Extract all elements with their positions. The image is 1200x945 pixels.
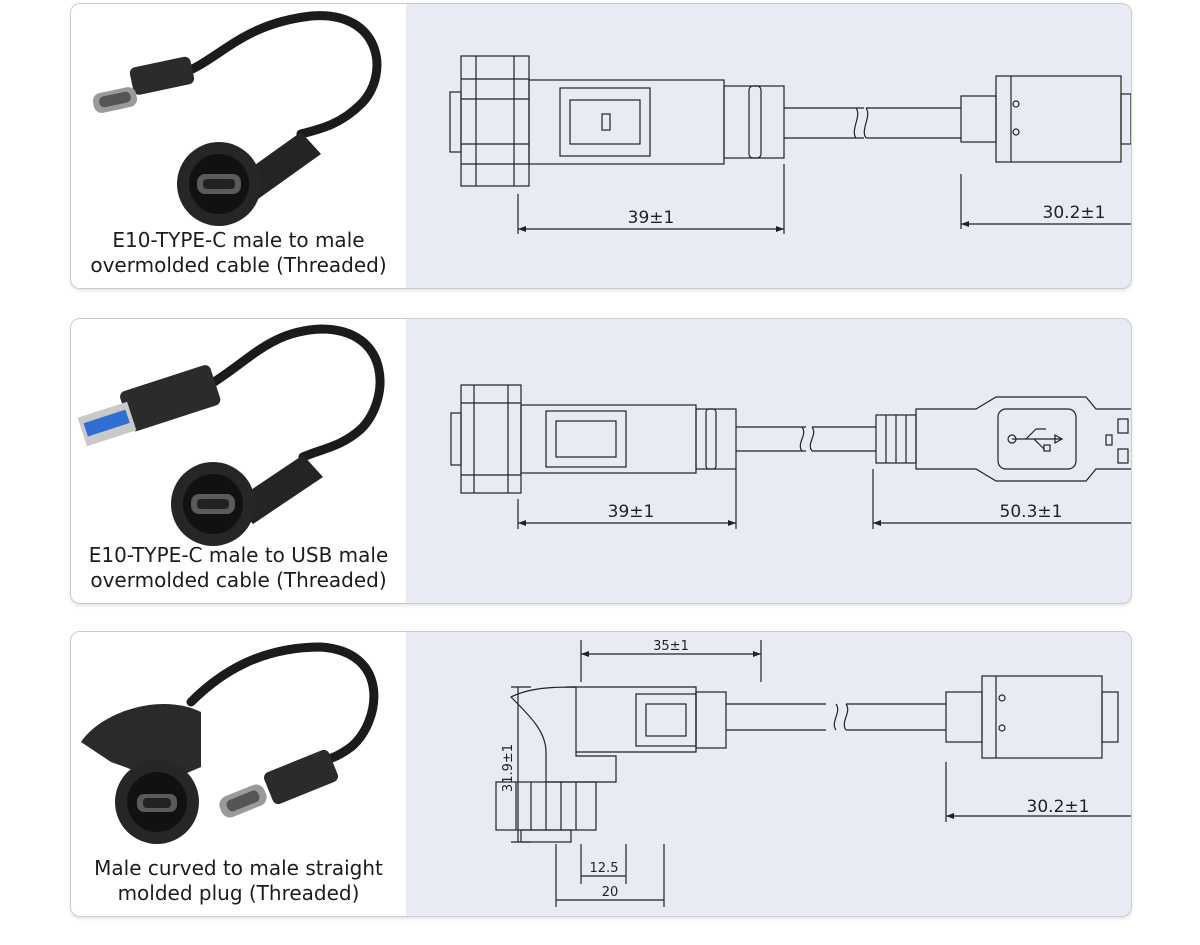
product-photo-area: E10-TYPE-C male to USB male overmolded c… — [71, 319, 406, 603]
dimension-right-length: 30.2±1 — [1027, 797, 1090, 817]
caption-line-1: E10-TYPE-C male to USB male — [88, 543, 389, 567]
panel-caption: E10-TYPE-C male to USB male overmolded c… — [71, 543, 406, 593]
caption-line-1: Male curved to male straight — [94, 856, 383, 880]
caption-line-2: molded plug (Threaded) — [117, 881, 360, 905]
dimension-left-length: 39±1 — [628, 208, 675, 228]
dimension-right-length: 50.3±1 — [1000, 502, 1063, 522]
caption-line-2: overmolded cable (Threaded) — [90, 253, 387, 277]
product-photo-area: Male curved to male straight molded plug… — [71, 632, 406, 916]
product-photo-area: E10-TYPE-C male to male overmolded cable… — [71, 4, 406, 288]
caption-line-2: overmolded cable (Threaded) — [90, 568, 387, 592]
cable-photo-typec-usb — [77, 324, 385, 546]
product-panel-typec-to-usb: E10-TYPE-C male to USB male overmolded c… — [70, 318, 1132, 604]
dimension-inner-width: 12.5 — [590, 861, 619, 876]
technical-drawing-curved-straight: 35±1 31.9±1 30.2±1 12.5 20 — [495, 639, 1131, 907]
cable-photo-typec-typec — [92, 11, 382, 226]
technical-drawing-typec-typec: 39±1 30.2±1 — [449, 55, 1131, 234]
panel-caption: Male curved to male straight molded plug… — [71, 856, 406, 906]
technical-drawing-typec-usb: 39±1 50.3±1 — [450, 384, 1131, 529]
dimension-height: 31.9±1 — [501, 744, 516, 792]
panel-caption: E10-TYPE-C male to male overmolded cable… — [71, 228, 406, 278]
cable-photo-curved-straight — [81, 642, 379, 844]
dimension-top-length: 35±1 — [653, 639, 689, 654]
product-panel-curved-to-straight: Male curved to male straight molded plug… — [70, 631, 1132, 917]
dimension-left-length: 39±1 — [608, 502, 655, 522]
dimension-outer-width: 20 — [602, 885, 619, 900]
product-panel-typec-to-typec: E10-TYPE-C male to male overmolded cable… — [70, 3, 1132, 289]
caption-line-1: E10-TYPE-C male to male — [112, 228, 365, 252]
dimension-right-length: 30.2±1 — [1043, 203, 1106, 223]
